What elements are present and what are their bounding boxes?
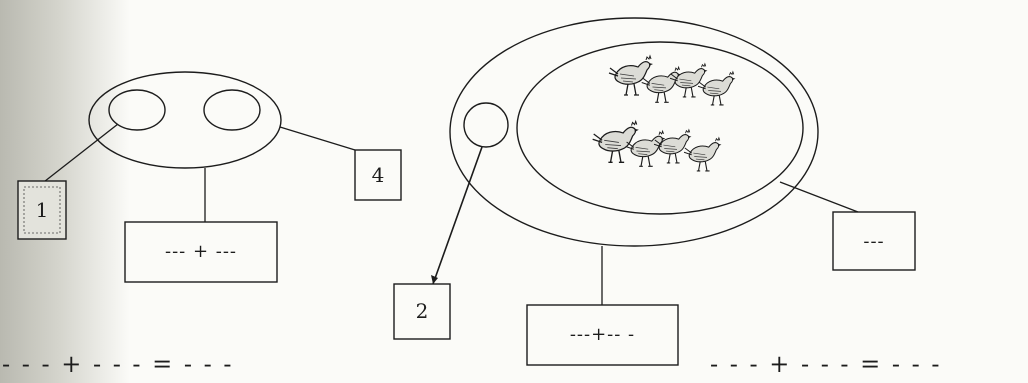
count-box-2 bbox=[393, 283, 451, 340]
count-box-1-inner bbox=[23, 186, 61, 234]
count-box-1 bbox=[17, 180, 67, 240]
count-label-1: 1 bbox=[35, 198, 49, 222]
count-box-4 bbox=[354, 149, 402, 201]
chicken-group-top bbox=[608, 55, 737, 106]
addition-box-left bbox=[124, 221, 278, 283]
outer-set-left bbox=[88, 71, 282, 169]
addition-text-left: --- + --- bbox=[164, 241, 238, 262]
right-set-diagram bbox=[393, 17, 916, 366]
connector-2 bbox=[432, 146, 483, 285]
count-text-chickens: --- bbox=[863, 231, 885, 252]
inner-set-chickens bbox=[516, 41, 804, 215]
addition-box-right bbox=[526, 304, 679, 366]
connector-4 bbox=[279, 126, 356, 151]
inner-set-left-a bbox=[108, 89, 166, 131]
connector-2-arrowhead bbox=[431, 275, 438, 284]
left-set-diagram bbox=[17, 71, 402, 283]
equation-left: - - - + - - - = - - - bbox=[2, 350, 234, 378]
inner-set-small bbox=[463, 102, 509, 148]
count-label-4: 4 bbox=[371, 163, 385, 187]
inner-set-left-b bbox=[203, 89, 261, 131]
connector-chickens-count bbox=[779, 181, 859, 213]
count-box-chickens bbox=[832, 211, 916, 271]
addition-text-right: ---+-- - bbox=[569, 324, 636, 345]
count-label-2: 2 bbox=[415, 299, 429, 323]
outer-set-right bbox=[449, 17, 819, 247]
chicken-group-bottom bbox=[591, 120, 723, 172]
connector-1 bbox=[39, 123, 119, 186]
equation-right: - - - + - - - = - - - bbox=[710, 350, 942, 378]
